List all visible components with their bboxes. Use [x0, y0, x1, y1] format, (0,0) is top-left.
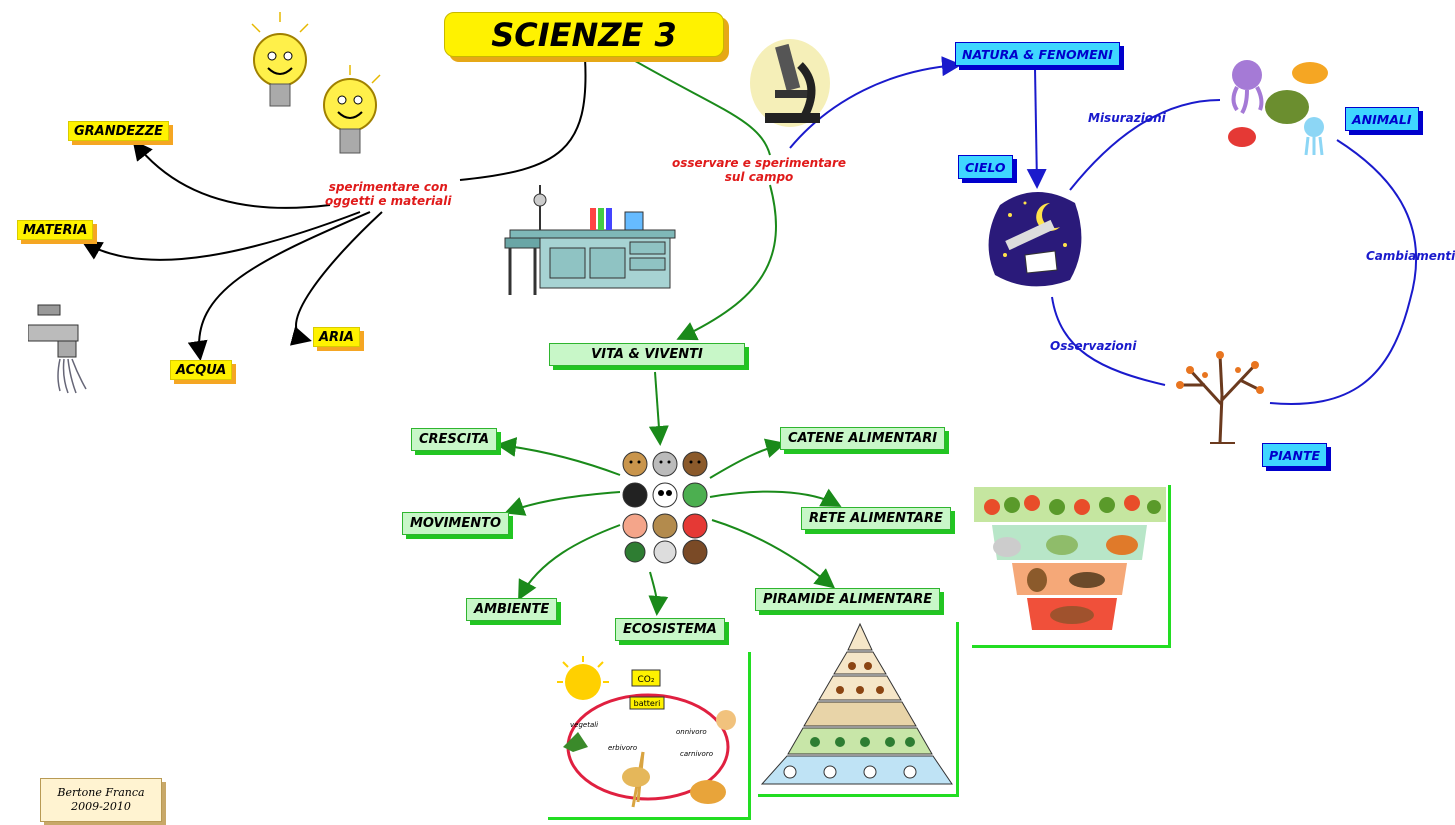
- eco-batteri: batteri: [634, 699, 661, 708]
- link-piramide: [711, 519, 836, 589]
- animal-faces-icon: [622, 451, 708, 565]
- page-title: SCIENZE 3: [444, 12, 724, 57]
- telescope-night-icon: [988, 191, 1082, 287]
- label-osservare-line2: sul campo: [724, 170, 794, 184]
- link-title-osservare: [629, 57, 771, 156]
- node-rete-alimentare: RETE ALIMENTARE: [801, 507, 951, 530]
- label-osservare: osservare e sperimentare sul campo: [672, 156, 846, 184]
- label-osservazioni: Osservazioni: [1050, 339, 1137, 353]
- node-cielo: CIELO: [958, 155, 1013, 179]
- node-movimento: MOVIMENTO: [402, 512, 510, 535]
- link-grandezze: [132, 139, 331, 209]
- node-animali: ANIMALI: [1345, 107, 1419, 131]
- ecosystem-frame: [548, 652, 751, 820]
- author-year: 2009-2010: [71, 800, 131, 813]
- author-name: Bertone Franca: [57, 786, 145, 799]
- eco-erbivoro: erbivoro: [608, 744, 637, 752]
- link-osservazioni: [1051, 296, 1166, 386]
- node-ambiente: AMBIENTE: [466, 598, 558, 621]
- node-natura-fenomeni: NATURA & FENOMENI: [955, 42, 1120, 66]
- sea-animals-icon: [1228, 60, 1328, 156]
- food-web-icon: [974, 487, 1166, 630]
- link-rete: [709, 488, 842, 507]
- label-sperimentare-line2: oggetti e materiali: [325, 194, 452, 208]
- link-title-sperimentare: [459, 57, 587, 181]
- label-sperimentare: sperimentare con oggetti e materiali: [325, 180, 451, 208]
- link-cambiamenti: [1269, 139, 1418, 405]
- node-vita-viventi: VITA & VIVENTI: [549, 343, 745, 366]
- link-ambiente: [518, 524, 621, 601]
- label-sperimentare-line1: sperimentare con: [328, 180, 448, 194]
- eco-vegetali: vegetali: [570, 721, 598, 729]
- eco-co2: CO₂: [638, 675, 655, 685]
- link-movimento: [504, 491, 621, 516]
- author-credit: Bertone Franca 2009-2010: [40, 778, 162, 822]
- node-crescita: CRESCITA: [411, 428, 498, 451]
- pyramid-frame: [758, 622, 959, 797]
- node-piante: PIANTE: [1262, 443, 1328, 467]
- eco-carnivoro: carnivoro: [680, 750, 713, 758]
- node-aria: ARIA: [313, 327, 360, 347]
- label-osservare-line1: osservare e sperimentare: [672, 156, 847, 170]
- link-vita-animals: [648, 371, 669, 446]
- ecosystem-cycle-icon: CO₂ batteri vegetali erbivoro onnivoro c…: [557, 656, 736, 808]
- link-materia: [81, 211, 361, 261]
- link-aria: [289, 211, 383, 346]
- lightbulb-icon: [251, 12, 381, 154]
- node-grandezze: GRANDEZZE: [68, 121, 170, 141]
- label-misurazioni: Misurazioni: [1088, 111, 1166, 125]
- node-acqua: ACQUA: [170, 360, 233, 380]
- link-misurazioni: [1069, 99, 1221, 191]
- link-ecosistema: [648, 571, 669, 616]
- food-pyramid-icon: [760, 622, 953, 785]
- link-osservare-natura: [789, 56, 962, 149]
- link-acqua: [187, 211, 371, 361]
- link-osservare-vita: [676, 184, 777, 341]
- node-ecosistema: ECOSISTEMA: [615, 618, 725, 641]
- link-catene: [709, 438, 786, 479]
- link-natura-cielo: [1026, 67, 1047, 189]
- water-tap-icon: [28, 304, 87, 394]
- node-piramide-alimentare: PIRAMIDE ALIMENTARE: [755, 588, 941, 611]
- lab-bench-icon: [504, 185, 676, 295]
- tree-icon: [1176, 351, 1264, 444]
- microscope-icon: [750, 39, 830, 127]
- link-crescita: [496, 437, 621, 476]
- eco-onnivoro: onnivoro: [676, 728, 707, 736]
- food-web-frame: [972, 485, 1171, 648]
- node-catene-alimentari: CATENE ALIMENTARI: [780, 427, 946, 450]
- label-cambiamenti: Cambiamenti: [1366, 249, 1455, 263]
- node-materia: MATERIA: [17, 220, 94, 240]
